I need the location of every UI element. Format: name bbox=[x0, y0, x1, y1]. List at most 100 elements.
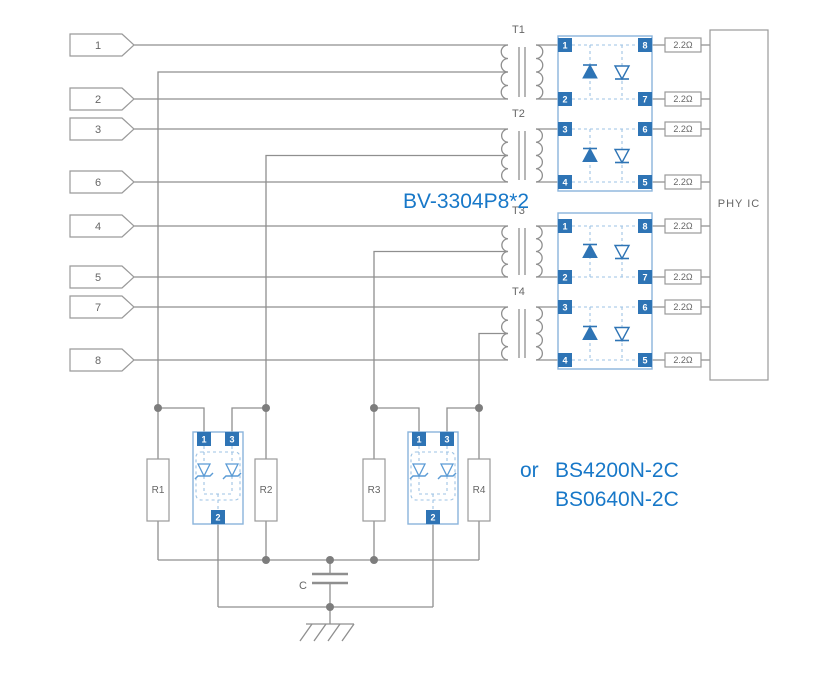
tvs-branch-wires bbox=[158, 407, 479, 432]
resistor-to-phy-wires bbox=[701, 44, 710, 361]
pin-arrow-shape bbox=[69, 348, 135, 372]
tvs1-pin-6: 6 bbox=[638, 122, 652, 136]
tvs-to-resistor-wires bbox=[652, 44, 665, 361]
pin-arrow-shape bbox=[69, 170, 135, 194]
pin-number: 3 bbox=[444, 435, 449, 445]
device2-pin-2: 2 bbox=[426, 510, 440, 524]
junction-dot bbox=[370, 556, 378, 564]
transformer-t2: T2 bbox=[500, 108, 544, 183]
transformer-label: T2 bbox=[512, 108, 525, 120]
device1-pin-1: 1 bbox=[197, 432, 211, 446]
connector-pin-3: 3 bbox=[69, 117, 135, 141]
tvs1-pin-4: 4 bbox=[558, 175, 572, 189]
diode-up-icon bbox=[582, 325, 598, 340]
tvs1-pin-7: 7 bbox=[638, 92, 652, 106]
pin-number: 6 bbox=[642, 303, 647, 313]
tvs1-pin-5: 5 bbox=[638, 175, 652, 189]
zener-bar bbox=[194, 472, 214, 480]
resistor-label: R2 bbox=[260, 485, 273, 496]
tvs2-pin-4: 4 bbox=[558, 353, 572, 367]
transformer-label: T4 bbox=[512, 286, 525, 298]
transformer-t1: T1 bbox=[500, 24, 544, 100]
zener-diode-icon bbox=[439, 463, 455, 478]
series-resistors: 2.2Ω 2.2Ω 2.2Ω 2.2Ω 2.2Ω 2.2Ω 2.2Ω 2.2Ω bbox=[664, 37, 702, 368]
zener-diode-icon bbox=[224, 463, 240, 478]
tvs2-pin-2: 2 bbox=[558, 270, 572, 284]
core-lines bbox=[518, 309, 526, 358]
diode-pair-channel-2 bbox=[582, 147, 631, 164]
pin-arrow-shape bbox=[69, 33, 135, 57]
pin-arrow-shape bbox=[69, 117, 135, 141]
resistor-value: 2.2Ω bbox=[673, 302, 693, 312]
pin-number: 4 bbox=[562, 178, 567, 188]
pin-number: 2 bbox=[215, 513, 220, 523]
pin-number: 2 bbox=[562, 95, 567, 105]
connector-pin-5: 5 bbox=[69, 265, 135, 289]
connector-pin-8: 8 bbox=[69, 348, 135, 372]
pin-arrow-shape bbox=[69, 265, 135, 289]
pin-number: 1 bbox=[416, 435, 421, 445]
diode-up-icon bbox=[582, 147, 598, 162]
resistor-value: 2.2Ω bbox=[673, 177, 693, 187]
transformer-t3: T3 bbox=[501, 205, 543, 278]
tvs-array-box-2: 1 2 3 4 8 7 6 5 bbox=[557, 212, 653, 370]
series-resistor: 2.2Ω bbox=[664, 269, 702, 285]
tvs2-pin-5: 5 bbox=[638, 353, 652, 367]
resistor-bottom-wires bbox=[157, 521, 480, 560]
pin-number: 5 bbox=[642, 178, 647, 188]
diode-down-icon bbox=[613, 148, 631, 164]
tvs1-pin-3: 3 bbox=[558, 122, 572, 136]
series-resistor: 2.2Ω bbox=[664, 352, 702, 368]
device1-pin-2: 2 bbox=[211, 510, 225, 524]
core-lines bbox=[518, 228, 526, 275]
tvs2-pin-6: 6 bbox=[638, 300, 652, 314]
protection-device-1: 1 3 2 bbox=[192, 431, 244, 525]
zener-diode-icon bbox=[411, 463, 427, 478]
pin-number: 2 bbox=[430, 513, 435, 523]
pin-label: 2 bbox=[95, 94, 101, 106]
pin-arrow-shape bbox=[69, 87, 135, 111]
connector-pin-4: 4 bbox=[69, 214, 135, 238]
device-option-1: BS4200N-2C bbox=[555, 459, 679, 482]
protection-device-2: 1 3 2 bbox=[407, 431, 459, 525]
resistor-value: 2.2Ω bbox=[673, 355, 693, 365]
junction-dot bbox=[475, 404, 483, 412]
pin-number: 2 bbox=[562, 273, 567, 283]
series-resistor: 2.2Ω bbox=[664, 299, 702, 315]
connector-pin-6: 6 bbox=[69, 170, 135, 194]
primary-coil bbox=[500, 44, 509, 100]
wires bbox=[134, 44, 710, 624]
device-internal-wires bbox=[203, 446, 233, 510]
diode-down-icon bbox=[613, 326, 631, 342]
resistor-value: 2.2Ω bbox=[673, 94, 693, 104]
termination-resistor-r2: R2 bbox=[254, 458, 278, 522]
pin-number: 5 bbox=[642, 356, 647, 366]
resistor-value: 2.2Ω bbox=[673, 124, 693, 134]
secondary-coil bbox=[535, 44, 544, 100]
transformer-to-tvs-wires bbox=[536, 44, 558, 361]
tvs1-pin-2: 2 bbox=[558, 92, 572, 106]
secondary-coil bbox=[535, 225, 543, 278]
ground-hatch-lines bbox=[299, 623, 355, 642]
diode-pair-channel-3 bbox=[582, 243, 631, 260]
capacitor-label: C bbox=[299, 580, 307, 592]
core-lines bbox=[518, 131, 526, 180]
transformer-t4: T4 bbox=[500, 286, 544, 361]
secondary-coil bbox=[535, 306, 544, 361]
transformer-label: T3 bbox=[512, 205, 525, 217]
capacitor: C bbox=[299, 572, 348, 592]
pin-label: 5 bbox=[95, 272, 101, 284]
pin-number: 7 bbox=[642, 95, 647, 105]
or-label: or bbox=[520, 459, 539, 482]
resistor-value: 2.2Ω bbox=[673, 40, 693, 50]
resistor-value: 2.2Ω bbox=[673, 221, 693, 231]
pin-label: 8 bbox=[95, 355, 101, 367]
device-option-2: BS0640N-2C bbox=[555, 488, 679, 511]
tvs-outline bbox=[557, 35, 653, 192]
secondary-coil bbox=[535, 128, 544, 183]
core-lines bbox=[518, 47, 526, 97]
pin-number: 4 bbox=[562, 356, 567, 366]
junction-dot bbox=[326, 556, 334, 564]
